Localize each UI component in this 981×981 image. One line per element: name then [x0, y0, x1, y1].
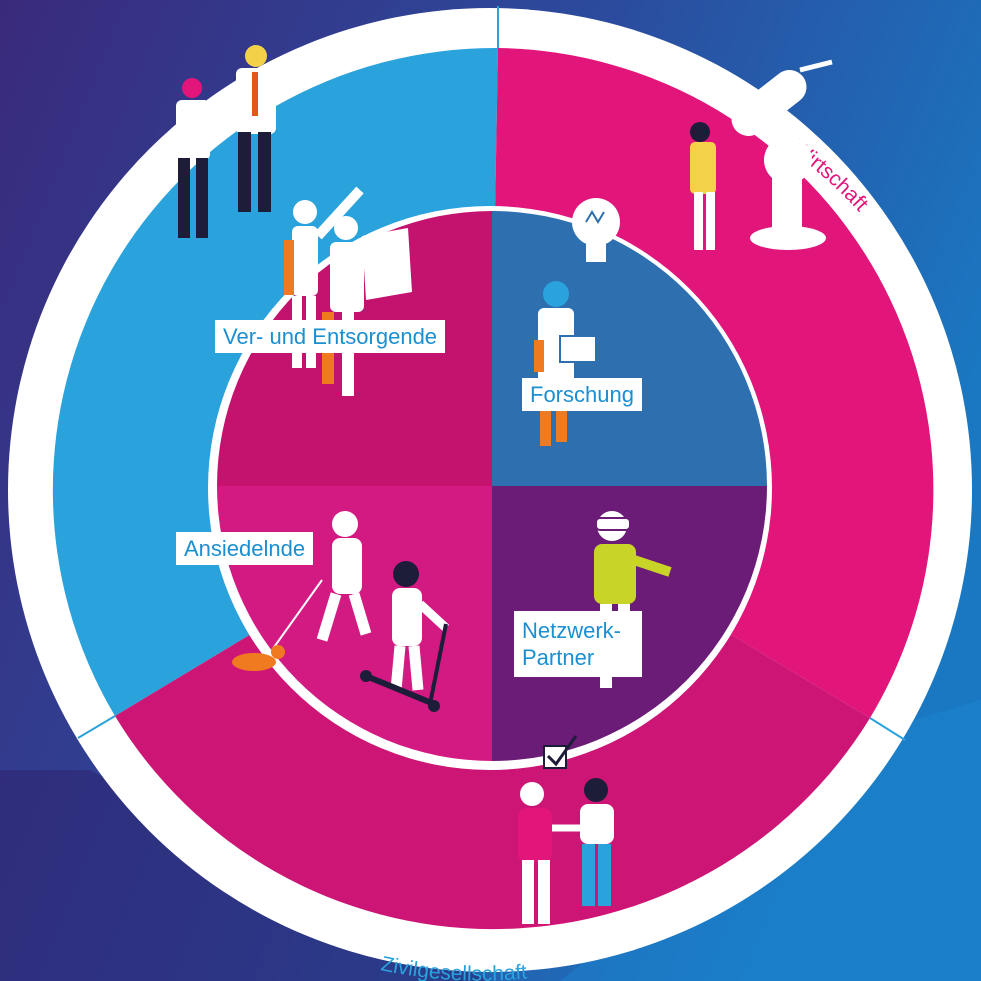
lightbulb-icon — [572, 198, 620, 262]
handshake-people-icon — [518, 778, 614, 924]
business-people-icon — [176, 45, 276, 238]
label-netzwerk-partner: Netzwerk- Partner — [514, 611, 642, 677]
woman-walking-dog-icon — [232, 511, 372, 671]
checkbox-icon — [543, 735, 578, 769]
scooter-person-icon — [360, 561, 450, 712]
ring-divider-left — [77, 715, 116, 739]
label-netzwerk-line2: Partner — [522, 645, 595, 670]
label-ansiedelnde: Ansiedelnde — [176, 532, 314, 565]
researcher-with-tablet-icon — [534, 281, 597, 446]
label-forschung: Forschung — [522, 378, 642, 411]
ring-divider-right — [869, 717, 906, 741]
label-ver-und-entsorgende: Ver- und Entsorgende — [215, 320, 446, 353]
robot-arm-icon — [690, 59, 833, 250]
label-netzwerk-line1: Netzwerk- — [522, 618, 622, 643]
